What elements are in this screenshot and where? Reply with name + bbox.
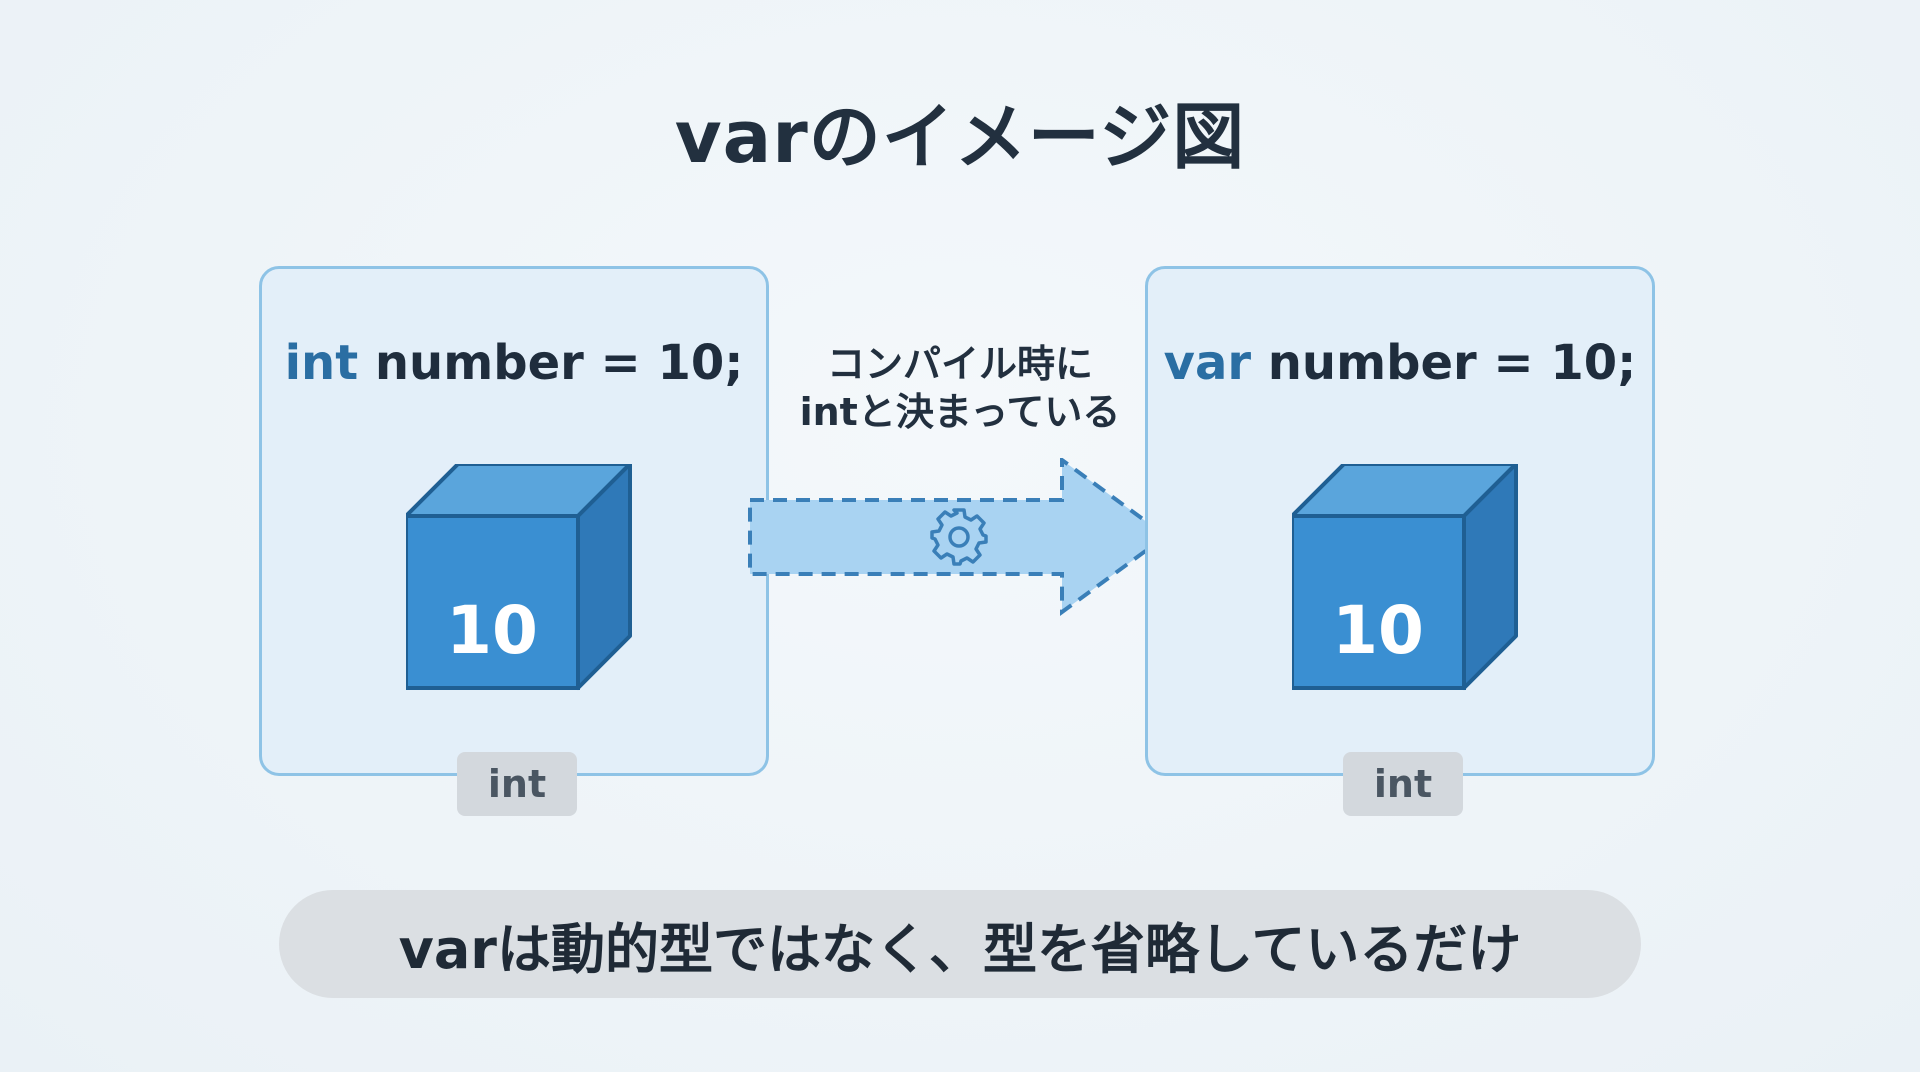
type-badge: int [1343,752,1463,816]
value-cube: 10 [406,464,636,694]
code-keyword: var [1163,335,1252,391]
code-statement: number = 10; [1251,335,1637,391]
gear-icon [930,508,988,566]
code-keyword: int [284,335,359,391]
code-line: int number = 10; [262,335,766,391]
code-statement: number = 10; [358,335,744,391]
diagram-title: varのイメージ図 [674,95,1246,179]
note-line-1: コンパイル時に [826,342,1093,386]
type-badge: int [457,752,577,816]
compile-time-note: コンパイル時に intと決まっている [770,340,1150,436]
cube-value: 10 [446,591,538,669]
compile-arrow [748,458,1170,616]
summary-text: varは動的型ではなく、型を省略しているだけ [398,917,1522,981]
summary-banner: varは動的型ではなく、型を省略しているだけ [279,890,1641,998]
code-line: var number = 10; [1148,335,1652,391]
note-line-2: intと決まっている [799,390,1121,434]
explicit-type-panel: int number = 10; 10 int [259,266,769,816]
value-cube: 10 [1292,464,1522,694]
cube-value: 10 [1332,591,1424,669]
var-type-panel: var number = 10; 10 int [1145,266,1655,816]
